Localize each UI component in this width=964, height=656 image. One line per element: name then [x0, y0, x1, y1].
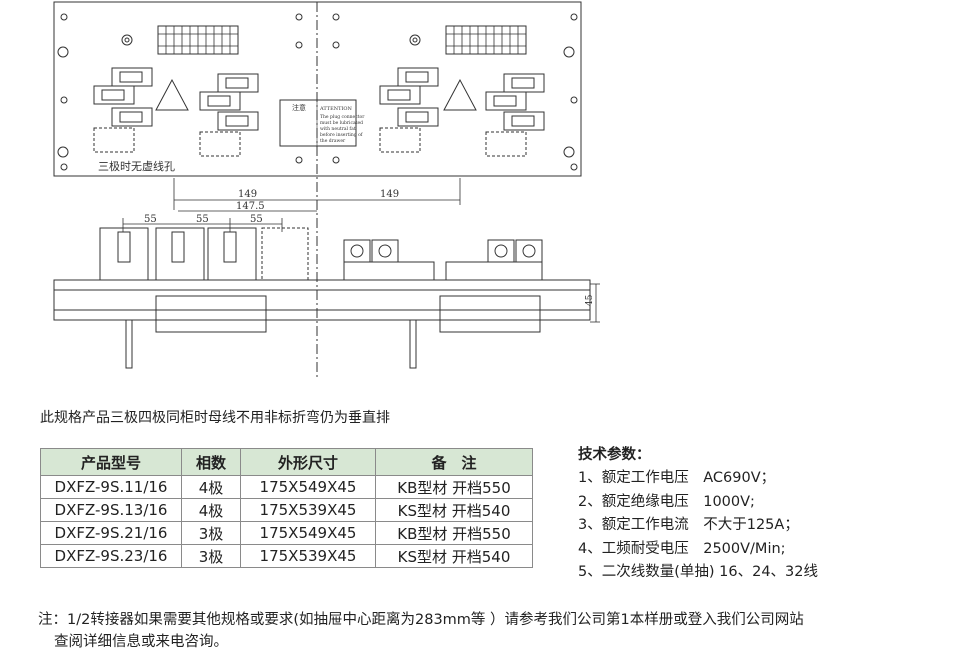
dim-149-right: 149 — [380, 189, 399, 200]
contact-blocks-right — [379, 67, 545, 157]
notice-en-line-5: the drawer — [320, 138, 346, 144]
cell-dimensions: 175X549X45 — [240, 475, 376, 499]
header-remarks: 备 注 — [375, 448, 533, 476]
dim-55-1: 55 — [144, 214, 157, 225]
cell-dimensions: 175X539X45 — [240, 498, 376, 522]
cell-phases: 3极 — [181, 544, 241, 568]
footer-note-line-2: 查阅详细信息或来电咨询。 — [54, 634, 228, 650]
dimension-lines — [122, 178, 600, 323]
cell-model: DXFZ-9S.11/16 — [40, 475, 182, 499]
cell-remarks: KB型材 开档550 — [375, 521, 533, 545]
cell-remarks: KS型材 开档540 — [375, 544, 533, 568]
header-phases: 相数 — [181, 448, 241, 476]
tech-params-title: 技术参数： — [578, 447, 651, 463]
tech-param-item: 3、额定工作电流 不大于125A； — [578, 517, 799, 533]
cell-remarks: KB型材 开档550 — [375, 475, 533, 499]
table-row: DXFZ-9S.13/16 4极 175X539X45 KS型材 开档540 — [40, 498, 533, 522]
dim-45: 45 — [585, 294, 595, 306]
tech-param-item: 4、工频耐受电压 2500V/Min; — [578, 540, 786, 557]
cell-model: DXFZ-9S.13/16 — [40, 498, 182, 522]
cell-phases: 4极 — [181, 498, 241, 522]
technical-drawing: 三极时无虚线孔 149 149 147.5 55 55 55 45 注意 ATT… — [53, 1, 600, 380]
header-dimensions: 外形尺寸 — [240, 448, 376, 476]
terminal-block-left — [157, 25, 239, 55]
notice-box — [279, 99, 357, 147]
tech-param-item: 5、二次线数量(单抽) 16、24、32线 — [578, 564, 818, 580]
dim-55-3: 55 — [250, 214, 263, 225]
terminal-block-right — [445, 25, 527, 55]
cell-remarks: KS型材 开档540 — [375, 498, 533, 522]
mounting-holes — [57, 13, 578, 171]
dim-149-left: 149 — [238, 189, 257, 200]
cell-model: DXFZ-9S.21/16 — [40, 521, 182, 545]
table-row: DXFZ-9S.21/16 3极 175X549X45 KB型材 开档550 — [40, 521, 533, 545]
cell-dimensions: 175X539X45 — [240, 544, 376, 568]
footer-note-line-1: 注：1/2转接器如果需要其他规格或要求(如抽屉中心距离为283mm等 ）请参考我… — [38, 612, 804, 628]
cell-phases: 3极 — [181, 521, 241, 545]
spec-table: 产品型号 相数 外形尺寸 备 注 DXFZ-9S.11/16 4极 175X54… — [40, 448, 533, 568]
contact-blocks-left — [93, 67, 259, 157]
cell-dimensions: 175X549X45 — [240, 521, 376, 545]
notice-cn-title: 注意 — [292, 103, 306, 112]
tech-param-item: 1、额定工作电压 AC690V； — [578, 470, 776, 486]
cell-phases: 4极 — [181, 475, 241, 499]
table-header-row: 产品型号 相数 外形尺寸 备 注 — [40, 448, 533, 476]
footer-note: 注：1/2转接器如果需要其他规格或要求(如抽屉中心距离为283mm等 ）请参考我… — [38, 609, 804, 653]
tech-params: 技术参数： 1、额定工作电压 AC690V； 2、额定绝缘电压 1000V; 3… — [578, 443, 818, 585]
header-model: 产品型号 — [40, 448, 182, 476]
notice-en-line-1: The plug connector — [320, 114, 365, 120]
notice-en-line-4: before inserting of — [320, 132, 363, 138]
notice-en-line-2: must be lubricated — [320, 120, 363, 126]
cell-model: DXFZ-9S.23/16 — [40, 544, 182, 568]
table-row: DXFZ-9S.23/16 3极 175X539X45 KS型材 开档540 — [40, 544, 533, 568]
table-row: DXFZ-9S.11/16 4极 175X549X45 KB型材 开档550 — [40, 475, 533, 499]
notice-en-title: ATTENTION — [319, 106, 353, 112]
notice-en-line-3: with neutral fat — [320, 126, 356, 132]
busbar-note: 此规格产品三极四极同柜时母线不用非标折弯仍为垂直排 — [40, 410, 390, 426]
tech-param-item: 2、额定绝缘电压 1000V; — [578, 493, 755, 510]
dim-147-5: 147.5 — [236, 201, 265, 212]
dim-55-2: 55 — [196, 214, 209, 225]
side-view — [53, 227, 591, 369]
plate-caption: 三极时无虚线孔 — [98, 159, 175, 173]
